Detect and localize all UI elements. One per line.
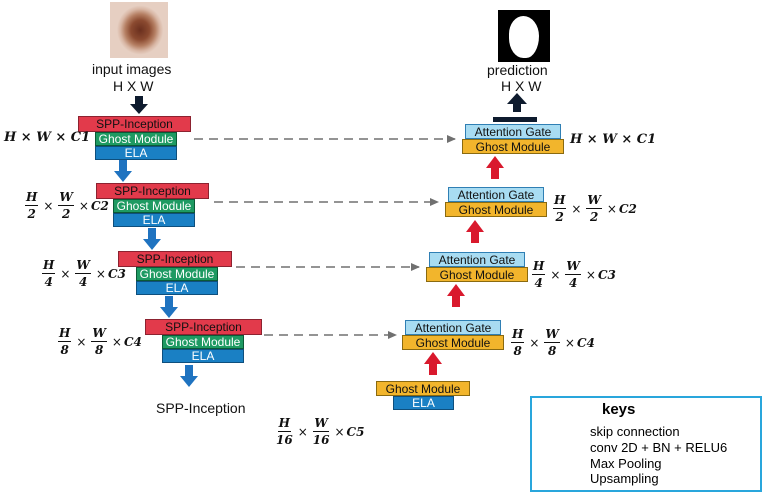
input-skin-image [110,2,168,58]
pool-arrow-3 [160,296,178,318]
up-arrow-1 [424,352,442,375]
up-arrow-2 [447,284,465,307]
encoder-2-ghost-module: Ghost Module [113,199,195,213]
key-label-conv: conv 2D + BN + RELU6 [590,440,728,455]
encoder-1-spp-inception: SPP-Inception [78,116,191,132]
input-size: H X W [113,78,154,94]
input-label: input images [92,61,172,77]
bottleneck-spp-inception: SPP-Inception [156,400,246,416]
pool-arrow-4 [180,365,198,387]
prediction-size: H X W [501,78,542,94]
dim-left-level1: H × W × C1 [4,130,91,145]
decoder-1-ghost-module: Ghost Module [462,139,564,154]
encoder-4-ghost-module: Ghost Module [162,335,244,349]
decoder-1-attention-gate: Attention Gate [465,124,561,139]
pool-arrow-1 [114,160,132,182]
bottom-ghost-module: Ghost Module [376,381,470,396]
encoder-1-ghost-module: Ghost Module [95,132,177,146]
encoder-3-ghost-module: Ghost Module [136,267,218,281]
encoder-2-ela: ELA [113,213,195,227]
keys-legend [530,396,762,492]
key-label-skip-connection: skip connection [590,424,680,439]
bottom-ela: ELA [393,396,454,410]
conv-arrow-input [130,96,148,114]
up-arrow-3 [466,220,484,243]
conv-line-output [493,117,537,122]
pool-arrow-2 [143,228,161,250]
prediction-label: prediction [487,62,548,78]
keys-title: keys [602,401,636,418]
encoder-3-ela: ELA [136,281,218,295]
up-arrow-4 [486,156,504,179]
key-label-upsampling: Upsampling [590,471,659,486]
conv-arrow-output [507,93,527,112]
key-label-max-pooling: Max Pooling [590,456,662,471]
decoder-4-ghost-module: Ghost Module [402,335,504,350]
decoder-4-attention-gate: Attention Gate [405,320,501,335]
encoder-4-spp-inception: SPP-Inception [145,319,262,335]
decoder-2-attention-gate: Attention Gate [448,187,544,202]
decoder-3-attention-gate: Attention Gate [429,252,525,267]
decoder-2-ghost-module: Ghost Module [445,202,547,217]
encoder-4-ela: ELA [162,349,244,363]
dim-right-level1: H × W × C1 [570,132,657,147]
decoder-3-ghost-module: Ghost Module [426,267,528,282]
encoder-1-ela: ELA [95,146,177,160]
encoder-3-spp-inception: SPP-Inception [118,251,232,267]
encoder-2-spp-inception: SPP-Inception [96,183,209,199]
prediction-mask-image [498,10,550,62]
